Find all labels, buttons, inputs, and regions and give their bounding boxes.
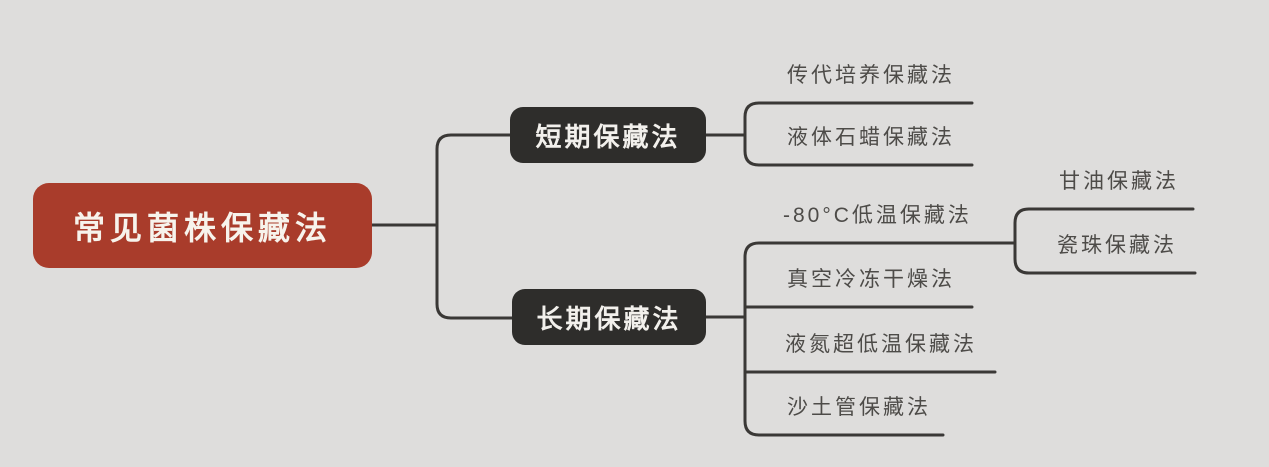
leaf-topic-glycerol[interactable]: 甘油保藏法 [1059, 170, 1179, 193]
root-topic-label: 常见菌株保藏法 [72, 209, 332, 246]
leaf-topic-sand-tube[interactable]: 沙土管保藏法 [787, 396, 931, 419]
leaf-topic-porcelain-bead[interactable]: 瓷珠保藏法 [1057, 234, 1177, 257]
connector-short-term-to-subculture [743, 101, 974, 137]
branch-topic-label: 长期保藏法 [536, 303, 682, 334]
root-topic-strain-preservation[interactable]: 常见菌株保藏法 [33, 183, 372, 268]
connector-root-to-long-term [435, 223, 515, 320]
leaf-topic-minus80-low-temp[interactable]: -80°C低温保藏法 [783, 204, 972, 227]
connector-minus80-to-porcelain-bead [1013, 241, 1197, 275]
connector-minus80-to-glycerol [1013, 207, 1195, 245]
connector-root-to-short-term [435, 133, 513, 227]
leaf-topic-vacuum-freeze-dry[interactable]: 真空冷冻干燥法 [787, 268, 955, 291]
leaf-topic-liquid-paraffin[interactable]: 液体石蜡保藏法 [787, 126, 955, 149]
leaf-topic-subculture[interactable]: 传代培养保藏法 [787, 64, 955, 87]
branch-topic-short-term[interactable]: 短期保藏法 [510, 107, 706, 163]
branch-topic-long-term[interactable]: 长期保藏法 [512, 289, 706, 345]
branch-topic-label: 短期保藏法 [535, 121, 681, 152]
connector-long-term-to-sand-tube [743, 315, 945, 437]
connector-long-term-to-minus80 [743, 241, 1017, 319]
leaf-topic-liquid-nitrogen[interactable]: 液氮超低温保藏法 [785, 333, 977, 356]
connector-short-term-to-paraffin [743, 133, 974, 167]
